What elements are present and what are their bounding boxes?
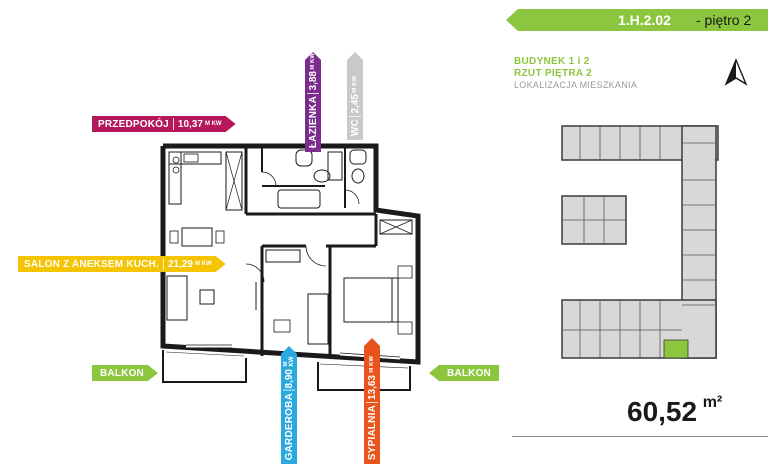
tag-salon: SALON Z ANEKSEM KUCH. 21,29 M KW	[18, 256, 226, 272]
tag-lazienka: ŁAZIENKA 3,88 M KW	[305, 52, 321, 152]
room-area-unit: M KW	[283, 356, 295, 367]
room-name: PRZEDPOKÓJ	[98, 118, 169, 130]
divider	[512, 436, 768, 437]
tag-separator	[173, 118, 174, 130]
outer-wall	[160, 143, 421, 365]
tag-separator	[307, 92, 319, 94]
tag-balkon-left: BALKON	[92, 365, 158, 381]
tag-separator	[349, 115, 361, 117]
room-area: 2,45	[349, 94, 361, 114]
room-name: WC	[349, 118, 361, 136]
room-area-unit: M KW	[369, 356, 375, 373]
room-area: 8,90	[283, 368, 295, 389]
plan-label: RZUT PIĘTRA 2	[514, 68, 592, 79]
tag-separator	[163, 258, 164, 270]
total-area: 60,52 m²	[627, 393, 723, 428]
tag-balkon-right: BALKON	[429, 365, 499, 381]
room-name: GARDEROBA	[283, 392, 295, 460]
room-area-unit: M KW	[194, 261, 212, 267]
tag-wc: WC 2,45 M KW	[347, 52, 363, 140]
room-area: 3,88	[307, 71, 319, 91]
unit-flag	[506, 9, 768, 31]
room-area: 13,63	[366, 374, 378, 400]
room-name: BALKON	[447, 367, 491, 379]
room-area-unit: M KW	[352, 75, 358, 93]
room-area: 21,29	[167, 258, 193, 270]
room-area: 10,37	[177, 118, 203, 130]
tag-przedpokoj: PRZEDPOKÓJ 10,37 M KW	[92, 116, 236, 132]
location-label: LOKALIZACJA MIESZKANIA	[514, 80, 638, 90]
total-area-value: 60,52	[627, 396, 698, 427]
room-name: ŁAZIENKA	[307, 95, 319, 148]
unit-code: 1.H.2.02	[618, 12, 671, 28]
floor-label: - piętro 2	[696, 12, 752, 28]
tag-sypialnia: SYPIALNIA 13,63 M KW	[364, 338, 380, 464]
balcony-left	[162, 350, 247, 383]
room-name: SALON Z ANEKSEM KUCH.	[24, 258, 159, 270]
building-label: BUDYNEK 1 i 2	[514, 56, 590, 67]
room-area-unit: M KW	[204, 121, 222, 127]
total-area-unit: m²	[702, 393, 723, 411]
north-arrow-icon	[724, 58, 748, 86]
tag-garderoba: GARDEROBA 8,90 M KW	[281, 346, 297, 464]
room-name: BALKON	[100, 367, 144, 379]
room-name: SYPIALNIA	[366, 404, 378, 460]
apartment-highlight	[663, 339, 689, 359]
room-area-unit: M KW	[310, 52, 316, 70]
